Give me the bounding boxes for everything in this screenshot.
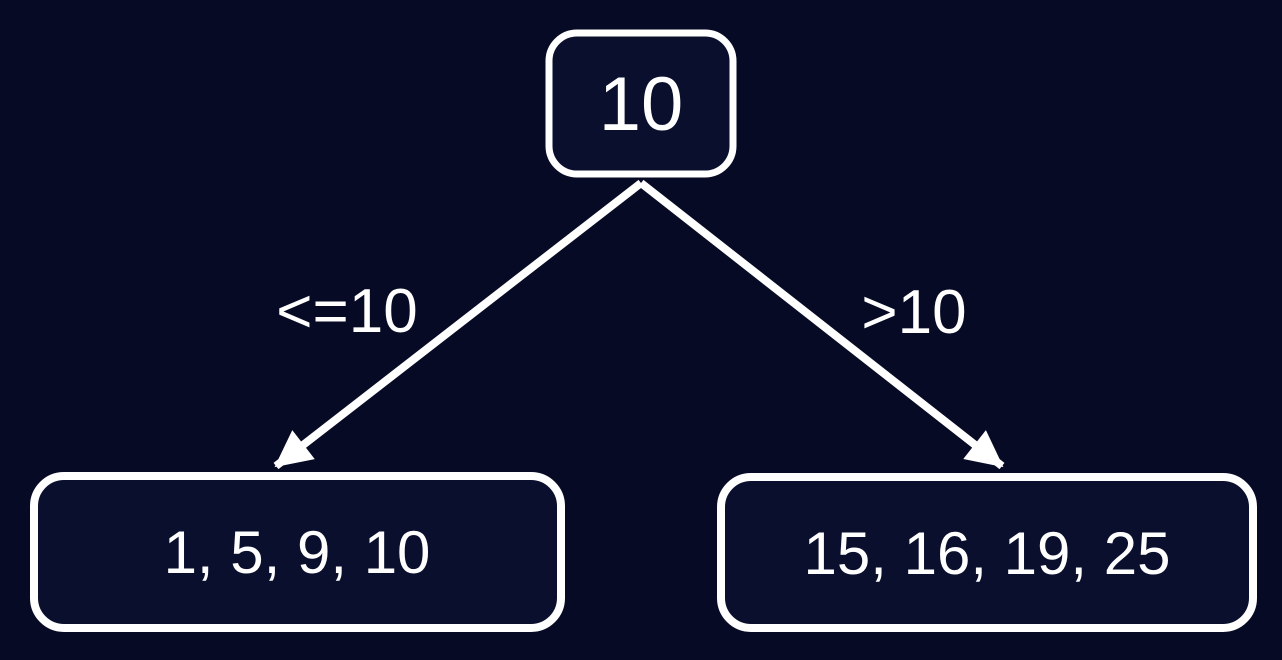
root-node-label: 10 — [599, 62, 684, 147]
edge-left: <=10 — [273, 179, 644, 470]
edge-right-label: >10 — [861, 278, 966, 347]
edge-right-arrow — [638, 179, 1005, 470]
root-node: 10 — [545, 29, 737, 178]
edge-left-arrow — [273, 179, 644, 470]
edge-left-label: <=10 — [276, 277, 417, 346]
leaf-node-left: 1, 5, 9, 10 — [30, 472, 565, 632]
leaf-node-right-label: 15, 16, 19, 25 — [804, 520, 1171, 587]
edge-right: >10 — [638, 179, 1005, 470]
leaf-node-left-label: 1, 5, 9, 10 — [164, 519, 431, 586]
root-node-box — [545, 29, 737, 178]
leaf-node-right-box — [717, 473, 1257, 632]
leaf-node-left-box — [30, 472, 565, 632]
leaf-node-right: 15, 16, 19, 25 — [717, 473, 1257, 632]
